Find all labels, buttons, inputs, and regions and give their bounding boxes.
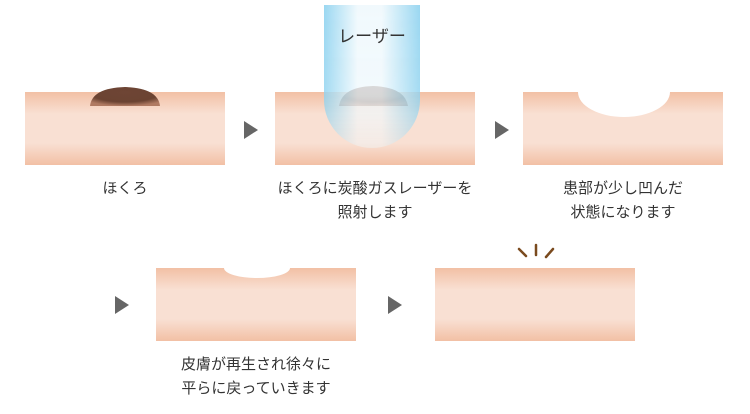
- caption-line: 皮膚が再生され徐々に: [181, 355, 331, 373]
- arrow-right-icon: [115, 296, 129, 314]
- step-5-healed: [435, 243, 635, 341]
- step-2-laser: レーザー ほくろに炭酸ガスレーザーを 照射します: [275, 5, 475, 221]
- arrow-right-icon: [244, 121, 258, 139]
- step-3-dent: 患部が少し凹んだ 状態になります: [523, 92, 723, 221]
- caption-line: ほくろ: [102, 179, 147, 197]
- arrow-right-icon: [495, 121, 509, 139]
- caption-line: 状態になります: [570, 203, 675, 221]
- step-4-regenerating: 皮膚が再生され徐々に 平らに戻っていきます: [156, 268, 356, 397]
- laser-beam: [324, 5, 420, 148]
- caption-line: ほくろに炭酸ガスレーザーを: [278, 179, 473, 197]
- mole: [90, 87, 160, 106]
- caption-line: 照射します: [337, 203, 412, 221]
- caption-line: 平らに戻っていきます: [181, 379, 330, 397]
- caption-line: 患部が少し凹んだ: [563, 179, 683, 197]
- laser-label: レーザー: [338, 27, 406, 47]
- arrow-right-icon: [388, 296, 402, 314]
- skin-block: [435, 268, 635, 341]
- sparkle-icon: [517, 243, 555, 259]
- skin-block: [523, 92, 723, 165]
- step-1-mole: ほくろ: [25, 87, 225, 197]
- skin-block: [156, 268, 356, 341]
